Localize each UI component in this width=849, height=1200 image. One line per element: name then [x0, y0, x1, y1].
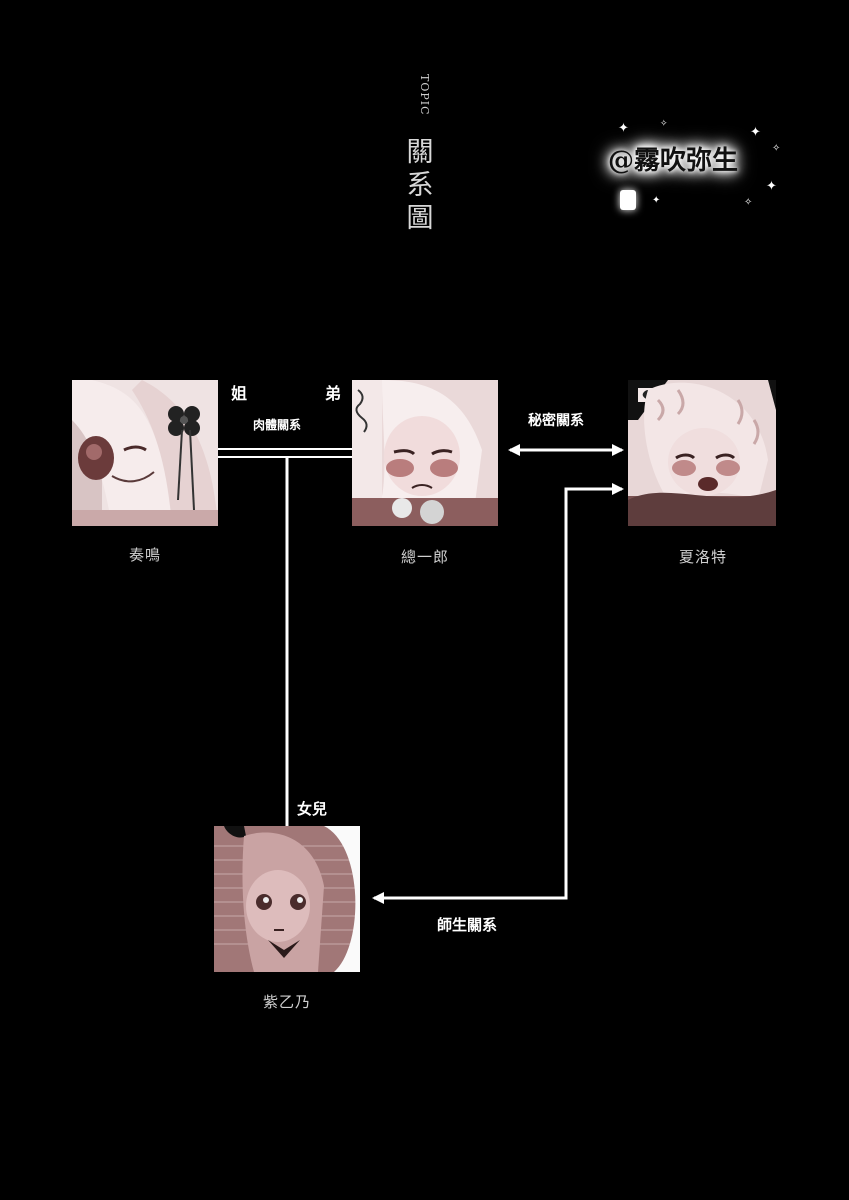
- title-char: 關: [406, 137, 434, 168]
- topic-label: TOPIC: [418, 74, 431, 116]
- portrait-shino: [214, 826, 360, 972]
- character-name: 總一郎: [400, 548, 449, 566]
- sparkle-icon: ✧: [744, 197, 753, 208]
- sparkle-icon: ✦: [652, 195, 661, 206]
- title-char: 系: [406, 170, 434, 201]
- watermark-text: @霧吹弥生: [608, 146, 739, 176]
- sparkle-icon: ✦: [618, 121, 629, 136]
- portrait-kanade: [72, 380, 218, 526]
- character-name: 奏鳴: [128, 546, 161, 564]
- sparkle-icon: ✧: [772, 143, 781, 154]
- page-title: 關 系 圖: [400, 136, 440, 235]
- siblings-label-right: 弟: [325, 384, 342, 403]
- portrait-charlotte: [628, 380, 776, 526]
- sparkle-icon: ✧: [660, 119, 668, 129]
- daughter-label: 女兒: [297, 800, 328, 818]
- title-char: 圖: [406, 203, 434, 234]
- character-name: 夏洛特: [678, 548, 727, 566]
- watermark: ✦ ✧ ✦ ✧ ✦ ✦ ✧ @霧吹弥生: [600, 118, 790, 228]
- siblings-label-left: 姐: [231, 384, 248, 403]
- physical-relation-label: 肉體關系: [253, 418, 302, 432]
- sparkle-icon: ✦: [766, 179, 777, 194]
- character-name: 紫乙乃: [262, 993, 311, 1011]
- bottle-icon: [620, 190, 636, 210]
- teacher-student-arrow: [372, 487, 622, 904]
- secret-relation-label: 秘密關系: [528, 413, 584, 429]
- teacher-student-label: 師生關系: [437, 916, 498, 934]
- portrait-soichiro: [352, 380, 498, 526]
- sparkle-icon: ✦: [750, 125, 761, 140]
